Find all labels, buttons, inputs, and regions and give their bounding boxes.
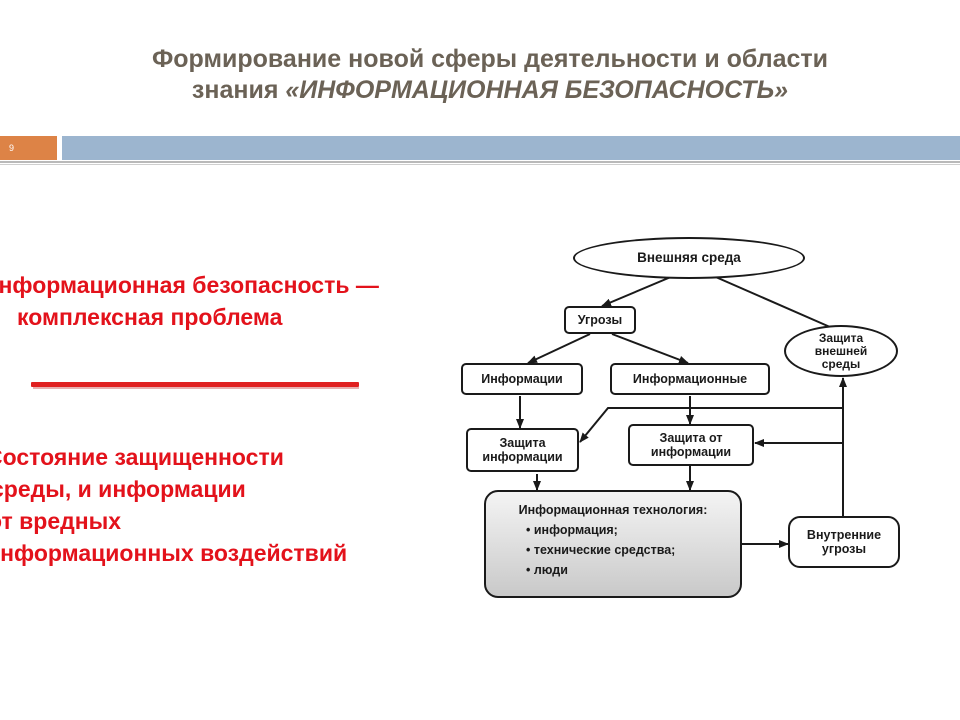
internal-threats-l1: Внутренние [806, 528, 882, 542]
tech-title: Информационная технология: [518, 503, 708, 517]
info-protection-l1: Защита [499, 436, 546, 450]
internal-threats-l2: угрозы [821, 542, 867, 556]
title-line-2: знания «ИНФОРМАЦИОННАЯ БЕЗОПАСНОСТЬ» [40, 75, 940, 106]
arrow-threats-to-information [527, 333, 591, 364]
slide-number: 9 [0, 136, 57, 160]
red-divider [31, 382, 359, 387]
header-band [62, 136, 960, 160]
definition-line-2: комплексная проблема [17, 304, 283, 330]
title-line-1: Формирование новой сферы деятельности и … [151, 45, 829, 73]
state-line-4: информационных воздействий [0, 540, 348, 566]
tech-item: информация; [526, 520, 730, 540]
informational-node: Информационные [610, 363, 770, 395]
title-emphasis: «ИНФОРМАЦИОННАЯ БЕЗОПАСНОСТЬ» [285, 76, 789, 104]
title-prefix: знания [191, 76, 286, 104]
tech-item: люди [526, 560, 730, 580]
security-diagram: Внешняя среда Угрозы Защита внешней сред… [440, 230, 944, 625]
tech-list: информация; технические средства; люди [496, 520, 730, 580]
protection-from-info-node: Защита от информации [628, 424, 754, 466]
state-line-3: от вредных [0, 508, 122, 534]
prot-from-info-l2: информации [650, 445, 732, 459]
ext-protection-l1: Защита [818, 330, 864, 345]
information-node: Информации [461, 363, 583, 395]
red-divider-shadow [33, 387, 359, 389]
internal-threats-node: Внутренние угрозы [788, 516, 900, 568]
diagram-connectors [516, 270, 847, 548]
info-technology-node: Информационная технология: информация; т… [484, 490, 742, 598]
ext-protection-l2: внешней [814, 343, 868, 358]
threats-node: Угрозы [564, 306, 636, 334]
info-protection-node: Защита информации [466, 428, 579, 472]
arrow-extprot-to-env [701, 270, 831, 328]
external-env-node: Внешняя среда [573, 237, 805, 279]
left-text-panel: Информационная безопасность — комплексна… [0, 200, 420, 620]
header-divider-thin [0, 164, 960, 165]
definition-line-1: Информационная безопасность — [0, 272, 379, 298]
state-line-1: Состояние защищенности [0, 444, 284, 470]
tech-item: технические средства; [526, 540, 730, 560]
ext-protection-node: Защита внешней среды [784, 325, 898, 377]
state-line-2: среды, и информации [0, 476, 246, 502]
header-divider [0, 161, 960, 163]
info-protection-l2: информации [482, 450, 563, 464]
prot-from-info-l1: Защита от [659, 431, 723, 445]
arrow-threats-to-informational [611, 333, 689, 364]
ext-protection-l3: среды [821, 356, 861, 371]
arrow-loop-to-info-protection [579, 407, 843, 443]
slide-title: Формирование новой сферы деятельности и … [40, 44, 940, 106]
